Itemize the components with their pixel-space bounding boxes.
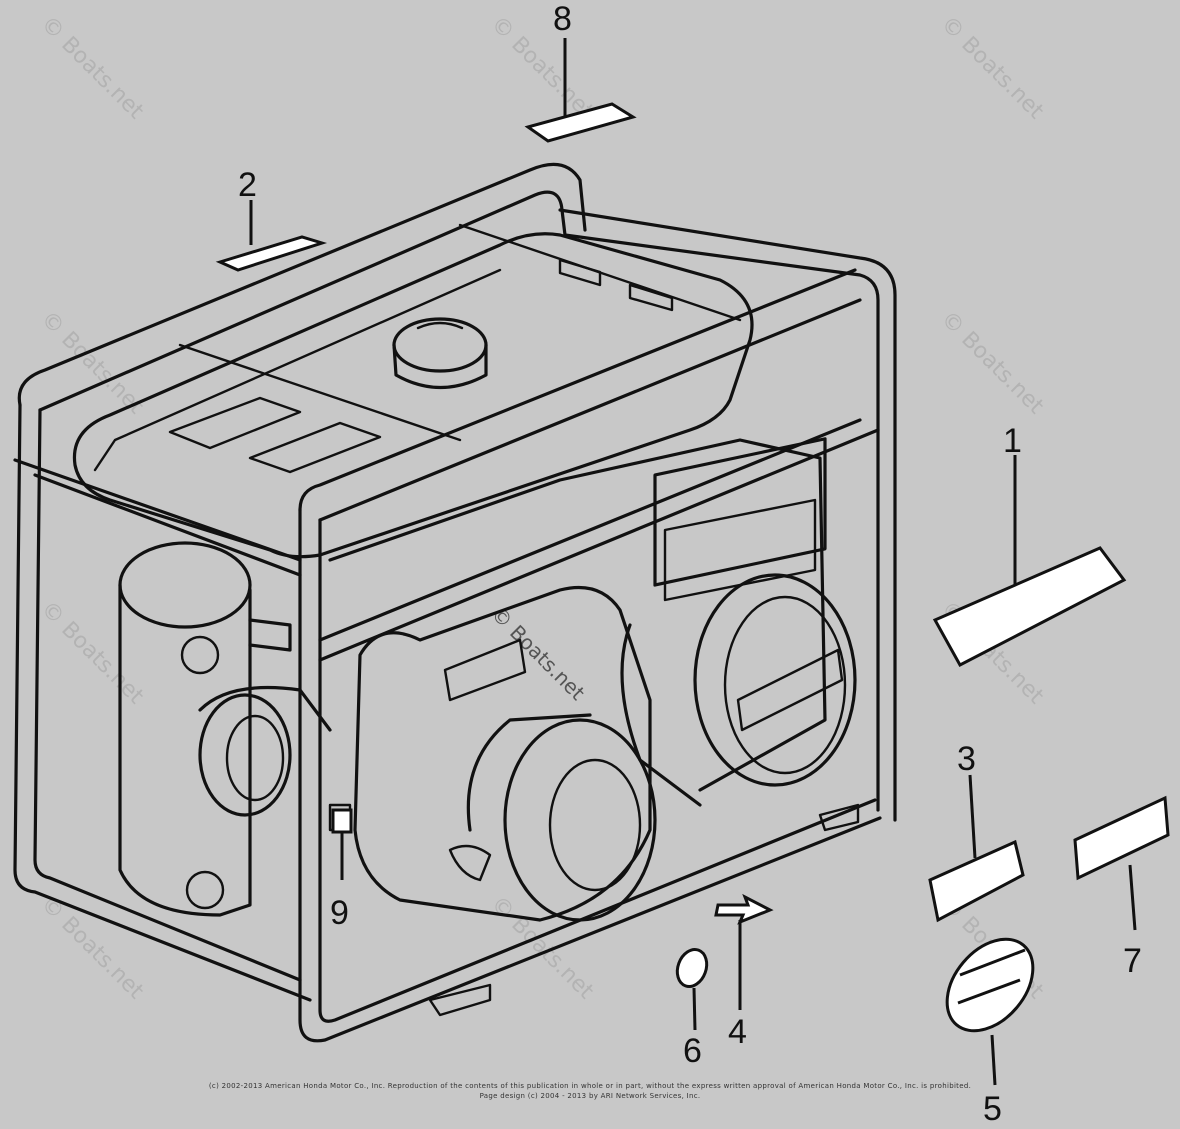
callout-7: 7 (1123, 942, 1142, 980)
callout-4: 4 (728, 1013, 747, 1051)
decal-6[interactable] (672, 945, 711, 990)
decal-8[interactable] (524, 102, 637, 143)
decal-7[interactable] (1073, 795, 1170, 881)
leader-line-6 (692, 987, 697, 1031)
decal-9[interactable] (331, 808, 353, 834)
watermarks: © Boats.net © Boats.net © Boats.net © Bo… (36, 12, 1049, 1005)
watermark: © Boats.net (936, 12, 1049, 125)
decal-2[interactable] (215, 235, 328, 272)
callout-8: 8 (553, 0, 572, 38)
leader-line-3 (968, 774, 977, 859)
decal-5[interactable] (930, 923, 1050, 1048)
leader-line-5 (990, 1034, 997, 1086)
callout-3: 3 (957, 740, 976, 778)
callout-9: 9 (330, 894, 349, 932)
decal-1[interactable] (932, 546, 1127, 668)
watermark-center: © Boats.net (486, 602, 589, 705)
decal-3[interactable] (928, 839, 1025, 923)
decal-4-arrow[interactable] (714, 893, 774, 925)
callout-5: 5 (983, 1090, 1002, 1128)
page-design-footer: Page design (c) 2004 - 2013 by ARI Netwo… (479, 1092, 701, 1100)
leader-line-7 (1128, 864, 1137, 931)
watermark: © Boats.net (36, 892, 149, 1005)
pump-assembly (13, 162, 897, 1043)
copyright-footer: (c) 2002-2013 American Honda Motor Co., … (208, 1082, 972, 1090)
callout-2: 2 (238, 166, 257, 204)
watermark: © Boats.net (36, 307, 149, 420)
watermark: © Boats.net (36, 597, 149, 710)
watermark: © Boats.net (486, 892, 599, 1005)
watermark: © Boats.net (936, 307, 1049, 420)
watermark: © Boats.net (36, 12, 149, 125)
watermark: © Boats.net (486, 12, 599, 125)
callout-1: 1 (1003, 422, 1022, 460)
callout-6: 6 (683, 1032, 702, 1070)
